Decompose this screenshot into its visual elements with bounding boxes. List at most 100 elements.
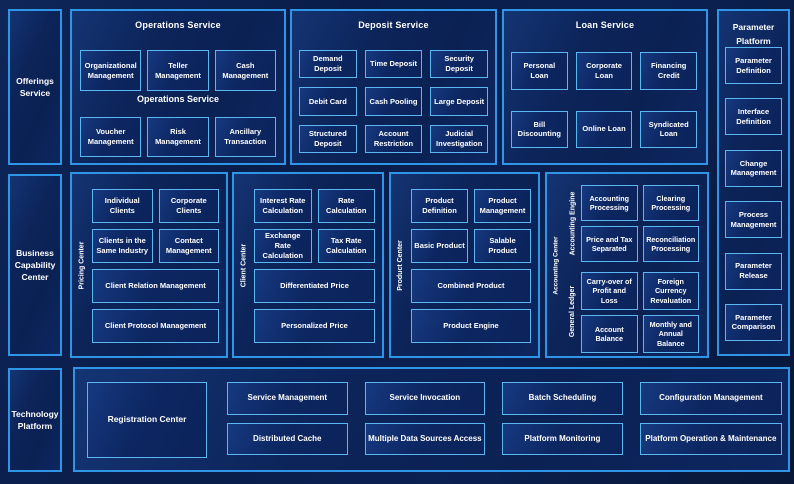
product-center-label-text: Product Center (397, 239, 404, 291)
node-personalized-price: Personalized Price (254, 309, 375, 343)
node-rate-calculation: Rate Calculation (317, 189, 375, 223)
node-cash-management: Cash Management (214, 50, 276, 91)
node-tax-rate-calculation: Tax Rate Calculation (317, 229, 375, 263)
panel-client-center: Client Center Interest Rate Calculation … (232, 172, 384, 358)
node-process-management: Process Management (725, 201, 782, 239)
rail-technology-platform: Technology Platform (8, 368, 62, 472)
loan-service-title: Loan Service (575, 20, 635, 30)
parameter-column: Parameter Definition Interface Definitio… (725, 47, 782, 341)
parameter-title-line2: Platform (736, 36, 771, 47)
panel-accounting-center: Accounting Center Accounting Engine Gene… (545, 172, 709, 358)
node-personal-loan: Personal Loan (511, 52, 568, 90)
accounting-center-label-text: Accounting Center (553, 235, 560, 295)
accounting-engine-grid: Accounting Processing Clearing Processin… (581, 185, 699, 262)
node-judicial-investigation: Judicial Investigation (430, 124, 488, 153)
node-monthly-annual-balance: Monthly and Annual Balance (642, 315, 699, 353)
node-ancillary-transaction: Ancillary Transaction (214, 117, 276, 157)
node-demand-deposit: Demand Deposit (299, 50, 357, 79)
node-product-definition: Product Definition (411, 189, 468, 223)
node-platform-monitoring: Platform Monitoring (502, 422, 623, 455)
node-cash-pooling: Cash Pooling (364, 87, 423, 116)
node-teller-management: Teller Management (147, 50, 209, 91)
node-client-protocol-management: Client Protocol Management (92, 309, 219, 343)
node-accounting-processing: Accounting Processing (581, 185, 638, 221)
general-ledger-grid: Carry-over of Profit and Loss Foreign Cu… (581, 272, 699, 353)
node-configuration-management: Configuration Management (639, 382, 782, 415)
node-parameter-definition: Parameter Definition (725, 47, 782, 84)
deposit-service-title: Deposit Service (358, 20, 429, 30)
pricing-center-label-text: Pricing Center (78, 241, 86, 289)
node-salable-product: Salable Product (474, 229, 531, 263)
panel-operations-service: Operations Service Organizational Manage… (70, 9, 286, 165)
node-structured-deposit: Structured Deposit (299, 124, 357, 153)
node-reconciliation-processing: Reconciliation Processing (642, 226, 699, 262)
parameter-title-line1: Parameter (732, 22, 775, 32)
panel-deposit-service: Deposit Service Demand Deposit Time Depo… (290, 9, 497, 165)
node-corporate-loan: Corporate Loan (575, 52, 633, 90)
node-financing-credit: Financing Credit (640, 52, 697, 90)
product-grid: Product Definition Product Management Ba… (411, 189, 531, 343)
panel-pricing-center: Pricing Center Individual Clients Corpor… (70, 172, 228, 358)
accounting-engine-label-text: Accounting Engine (569, 191, 576, 255)
operations-row-1: Organizational Management Teller Managem… (80, 50, 276, 91)
node-interface-definition: Interface Definition (725, 98, 782, 136)
node-clearing-processing: Clearing Processing (642, 185, 699, 221)
general-ledger-label-text: General Ledger (569, 285, 577, 337)
technology-grid: Service Management Service Invocation Ba… (227, 382, 782, 455)
pricing-center-label: Pricing Center (72, 174, 91, 356)
panel-product-center: Product Center Product Definition Produc… (389, 172, 540, 358)
product-center-label: Product Center (391, 174, 410, 356)
node-account-restriction: Account Restriction (364, 124, 423, 153)
node-multiple-data-sources-access: Multiple Data Sources Access (364, 422, 486, 455)
client-grid: Interest Rate Calculation Rate Calculati… (254, 189, 375, 343)
deposit-grid: Demand Deposit Time Deposit Security Dep… (299, 50, 488, 153)
node-change-management: Change Management (725, 149, 782, 187)
operations-row-2: Voucher Management Risk Management Ancil… (80, 117, 276, 157)
node-voucher-management: Voucher Management (80, 117, 142, 157)
rail-offerings-service: Offerings Service (8, 9, 62, 165)
node-foreign-currency-revaluation: Foreign Currency Revaluation (642, 272, 699, 310)
node-account-balance: Account Balance (581, 315, 638, 353)
node-product-management: Product Management (474, 189, 531, 223)
node-contact-management: Contact Management (158, 229, 219, 263)
node-clients-same-industry: Clients in the Same Industry (92, 229, 153, 263)
operations-service-title: Operations Service (135, 20, 221, 30)
operations-service-subtitle: Operations Service (136, 94, 220, 104)
node-parameter-comparison: Parameter Comparison (725, 303, 782, 341)
pricing-grid: Individual Clients Corporate Clients Cli… (92, 189, 219, 343)
node-combined-product: Combined Product (411, 269, 531, 303)
node-online-loan: Online Loan (575, 110, 633, 148)
node-security-deposit: Security Deposit (430, 50, 488, 79)
rail-business-capability-center: Business Capability Center (8, 174, 62, 356)
node-service-invocation: Service Invocation (364, 382, 486, 415)
node-syndicated-loan: Syndicated Loan (640, 110, 697, 148)
node-product-engine: Product Engine (411, 309, 531, 343)
node-time-deposit: Time Deposit (364, 50, 423, 79)
node-organizational-management: Organizational Management (80, 50, 142, 91)
node-service-management: Service Management (227, 382, 348, 415)
node-price-and-tax-separated: Price and Tax Separated (581, 226, 638, 262)
node-corporate-clients: Corporate Clients (158, 189, 219, 223)
node-risk-management: Risk Management (147, 117, 209, 157)
node-individual-clients: Individual Clients (92, 189, 153, 223)
node-platform-operation-maintenance: Platform Operation & Maintenance (639, 422, 782, 455)
node-bill-discounting: Bill Discounting (511, 110, 568, 148)
accounting-engine-label: Accounting Engine (565, 180, 580, 266)
panel-parameter-platform: Parameter Platform Parameter Definition … (717, 9, 790, 356)
panel-technology-platform: Registration Center Service Management S… (73, 367, 790, 472)
node-basic-product: Basic Product (411, 229, 468, 263)
node-registration-center: Registration Center (87, 382, 207, 458)
panel-loan-service: Loan Service Personal Loan Corporate Loa… (502, 9, 708, 165)
client-center-label: Client Center (234, 174, 253, 356)
general-ledger-label: General Ledger (565, 268, 580, 354)
client-center-label-text: Client Center (240, 243, 247, 287)
node-interest-rate-calculation: Interest Rate Calculation (254, 189, 312, 223)
node-differentiated-price: Differentiated Price (254, 269, 375, 303)
node-batch-scheduling: Batch Scheduling (502, 382, 623, 415)
node-exchange-rate-calculation: Exchange Rate Calculation (254, 229, 312, 263)
loan-grid: Personal Loan Corporate Loan Financing C… (511, 52, 697, 148)
accounting-center-label: Accounting Center (548, 174, 565, 356)
node-large-deposit: Large Deposit (430, 87, 488, 116)
node-distributed-cache: Distributed Cache (227, 422, 348, 455)
node-debit-card: Debit Card (299, 87, 357, 116)
